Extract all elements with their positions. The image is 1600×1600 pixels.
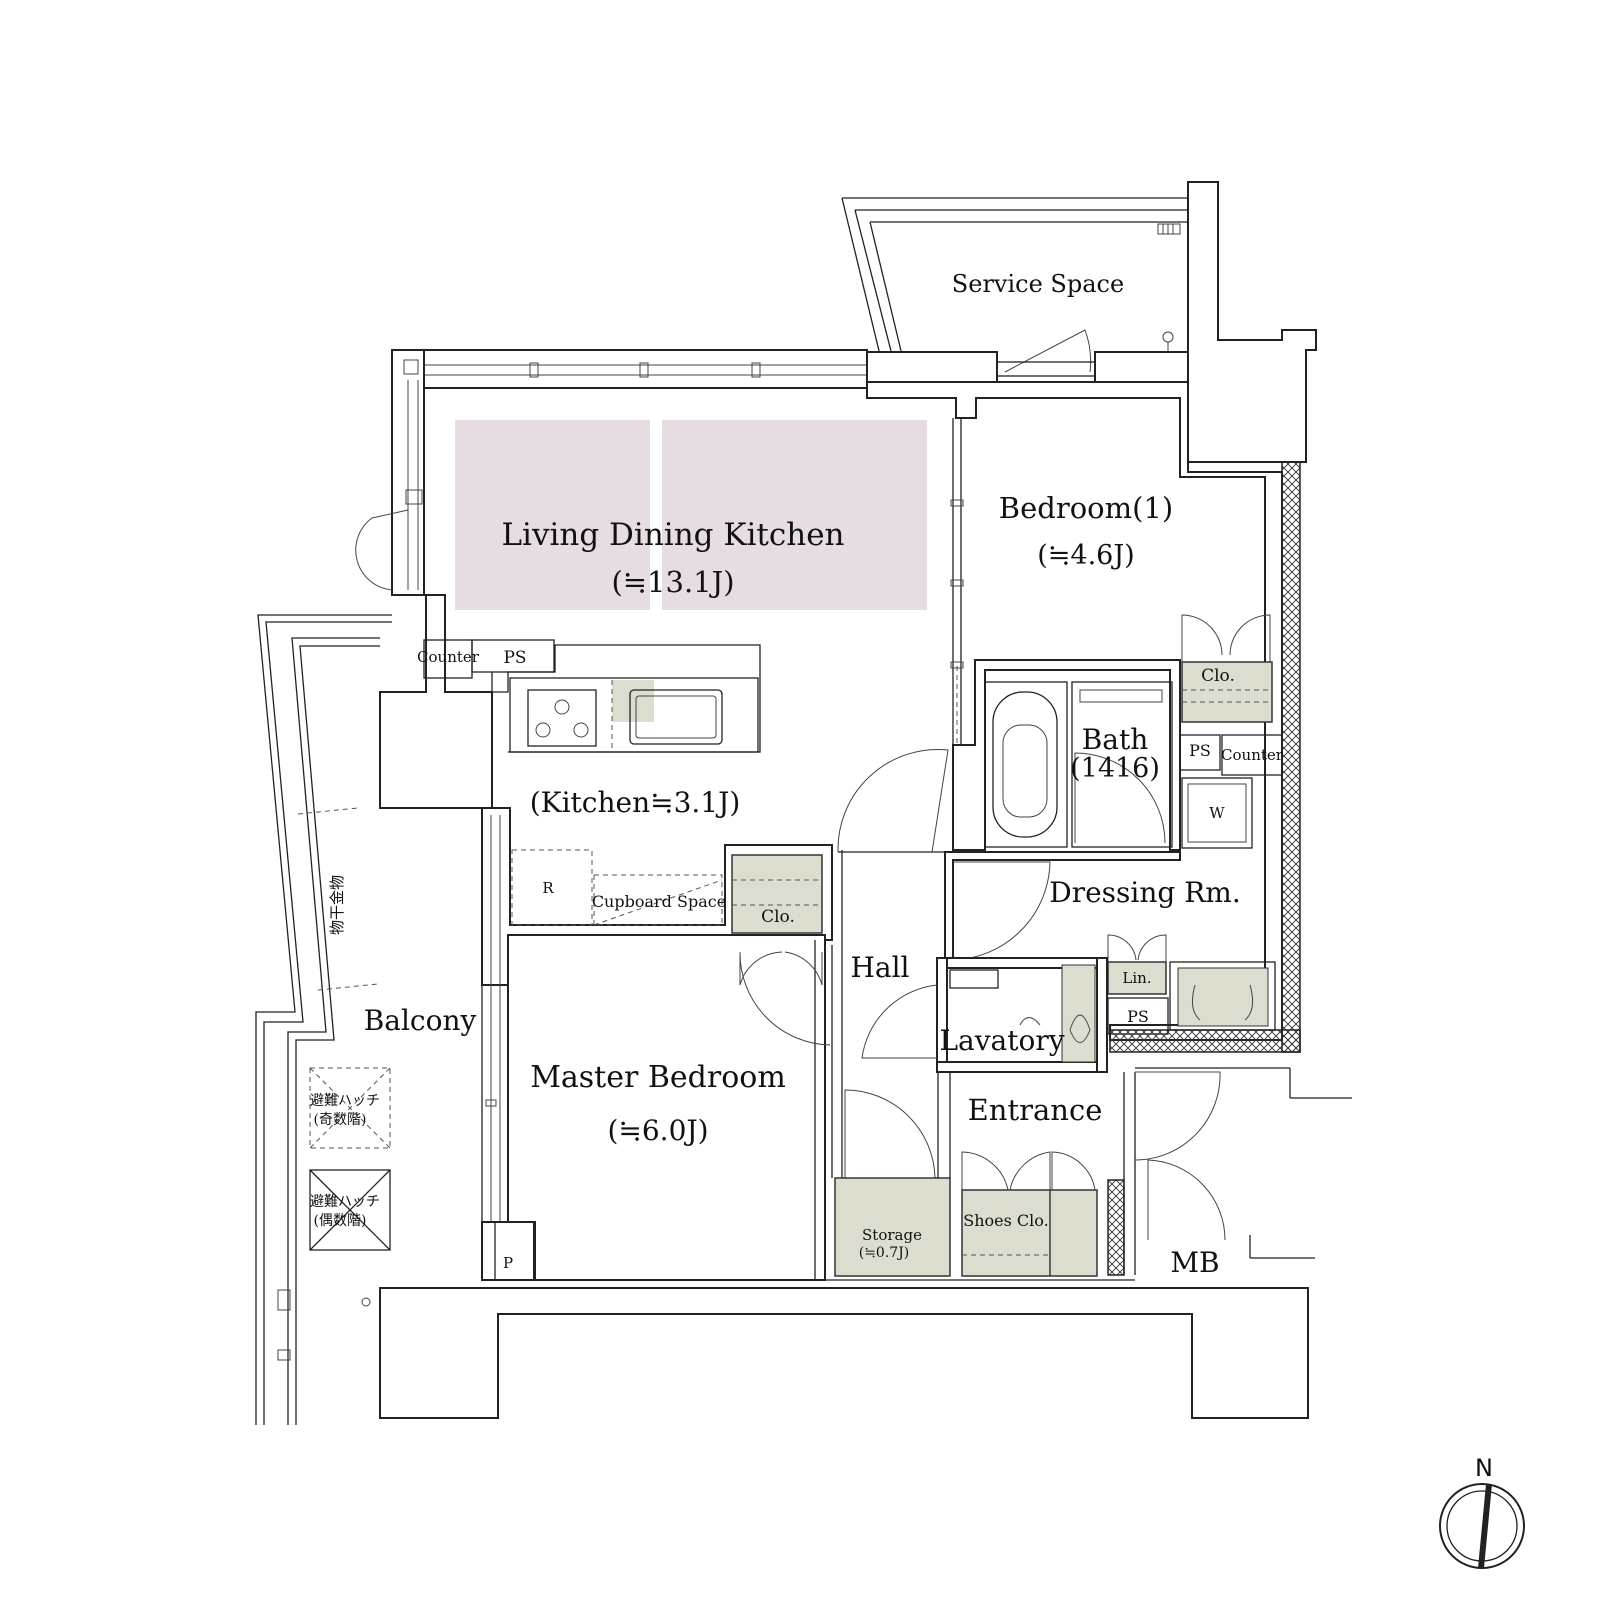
- counter-left-label: Counter: [417, 648, 480, 666]
- wall-hatch-bottom: [1109, 1029, 1301, 1053]
- master-bedroom: [507, 934, 833, 1281]
- washer-space: [1181, 777, 1253, 849]
- cupboard-space: [593, 874, 723, 926]
- balcony-label: Balcony: [364, 1004, 477, 1037]
- p-label: P: [503, 1254, 513, 1272]
- kitchen-area-label: (Kitchen≒3.1J): [530, 786, 741, 819]
- entrance-label: Entrance: [968, 1093, 1103, 1127]
- fridge-label: R: [542, 879, 554, 897]
- laundry-rail-label: 物干金物: [328, 875, 346, 935]
- dressing-shelf: [1169, 961, 1276, 1031]
- ps-lavatory-label: PS: [1127, 1007, 1149, 1026]
- west-wall-master: [481, 985, 535, 1281]
- ps-bath: [1179, 734, 1221, 771]
- evacuation-hatch-odd: [309, 1067, 391, 1149]
- ps-kitchen-label: PS: [503, 648, 526, 668]
- wall-hatch-right: [1281, 461, 1301, 1053]
- bath-name-label: Bath: [1082, 723, 1149, 756]
- south-wall: [379, 1287, 1309, 1419]
- storage: [834, 1072, 951, 1277]
- ldk-name-label: Living Dining Kitchen: [501, 517, 844, 553]
- fridge-space: [511, 849, 593, 926]
- lavatory: [861, 957, 1108, 1073]
- service-space: [841, 197, 1188, 373]
- ldk-area-label: (≒13.1J): [611, 565, 734, 599]
- balcony-edge: [255, 614, 392, 1425]
- clo-master-label: Clo.: [761, 907, 795, 927]
- clo-bedroom1-label: Clo.: [1201, 666, 1235, 686]
- closet-bedroom1: [1181, 614, 1273, 723]
- hatch-even-label-2: (偶数階): [314, 1213, 367, 1229]
- hatch-odd-label-2: (奇数階): [314, 1111, 367, 1128]
- counter-right: [1221, 734, 1283, 776]
- shoes-closet: [961, 1151, 1098, 1277]
- lin-label: Lin.: [1122, 969, 1151, 987]
- cupboard-label: Cupboard Space: [592, 892, 726, 911]
- service-space-label: Service Space: [952, 270, 1124, 298]
- bath-size-label: (1416): [1070, 753, 1160, 784]
- lavatory-label: Lavatory: [939, 1024, 1064, 1057]
- master-name-label: Master Bedroom: [530, 1060, 786, 1095]
- wall-upper-right: [1187, 181, 1317, 463]
- evacuation-hatch-even: [309, 1169, 391, 1251]
- ldk-highlight-left: [455, 420, 650, 610]
- mb-label: MB: [1170, 1246, 1219, 1279]
- bath: [984, 681, 1173, 848]
- hatch-even-label-1: 避難ハッチ: [310, 1194, 380, 1210]
- ldk-highlight-right: [662, 420, 927, 610]
- storage-name-label: Storage: [862, 1226, 922, 1244]
- column-left: [379, 594, 493, 809]
- storage-area-label: (≒0.7J): [859, 1245, 910, 1261]
- kitchen-island: [509, 677, 759, 753]
- hall-label: Hall: [850, 951, 909, 984]
- compass-north-label: N: [1475, 1454, 1493, 1482]
- shoes-clo-label: Shoes Clo.: [963, 1211, 1048, 1230]
- master-area-label: (≒6.0J): [607, 1114, 708, 1147]
- compass: [1439, 1483, 1525, 1569]
- linen-closet: [1107, 934, 1167, 995]
- entrance-door: [1107, 1067, 1352, 1276]
- hatch-odd-label-1: 避難ハッチ: [310, 1093, 380, 1109]
- washer-label: W: [1209, 804, 1225, 822]
- west-wall-ldk: [355, 349, 425, 596]
- dressing-label: Dressing Rm.: [1049, 876, 1241, 909]
- counter-right-label: Counter: [1221, 746, 1284, 764]
- door-ldk: [837, 749, 949, 853]
- ps-bath-label: PS: [1189, 741, 1211, 760]
- bedroom1-name-label: Bedroom(1): [999, 491, 1173, 525]
- bedroom1-area-label: (≒4.6J): [1037, 540, 1134, 571]
- closet-master: [731, 854, 823, 934]
